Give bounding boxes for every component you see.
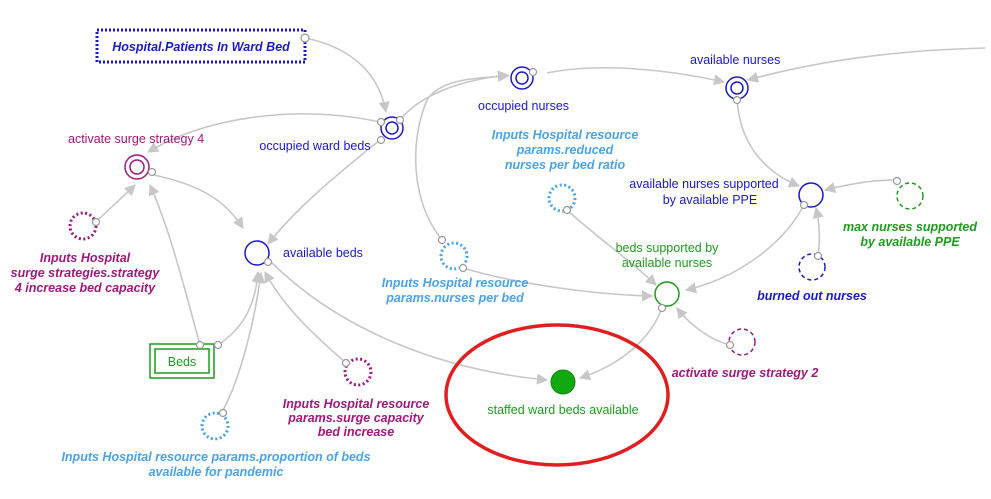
surge-capacity-label-line3: bed increase — [318, 425, 394, 439]
available-beds-node[interactable]: available beds — [244, 240, 363, 267]
occupied-ward-beds-label: occupied ward beds — [259, 139, 370, 153]
reduced-ratio-label-line3: nurses per bed ratio — [505, 158, 626, 172]
activate-surge-strategy-4-label: activate surge strategy 4 — [68, 132, 204, 146]
surge-strategy-4-input-node[interactable]: Inputs Hospital surge strategies.strateg… — [11, 211, 161, 295]
surge-capacity-node[interactable]: Inputs Hospital resource params.surge ca… — [283, 357, 430, 439]
beds-label: Beds — [168, 355, 197, 369]
surge-capacity-label-line1: Inputs Hospital resource — [283, 397, 430, 411]
burned-out-nurses-node[interactable]: burned out nurses — [757, 251, 867, 304]
activate-surge-strategy-2-node[interactable]: activate surge strategy 2 — [672, 328, 819, 380]
surge-capacity-label-line2: params.surge capacity — [287, 411, 425, 425]
avail-nurses-ppe-label-line1: available nurses supported — [629, 177, 778, 191]
reduced-ratio-label-line2: params.reduced — [516, 143, 614, 157]
occupied-ward-beds-node[interactable]: occupied ward beds — [259, 115, 405, 154]
available-nurses-node[interactable]: available nurses — [690, 53, 780, 105]
surge-strategy-4-label-line1: Inputs Hospital — [40, 251, 131, 265]
occupied-nurses-label: occupied nurses — [478, 99, 569, 113]
proportion-beds-node[interactable]: Inputs Hospital resource params.proporti… — [61, 408, 371, 480]
surge-strategy-4-label-line2: surge strategies.strategy — [11, 266, 161, 280]
arrows — [95, 37, 986, 413]
beds-stock-box[interactable]: Beds — [149, 340, 223, 379]
activate-surge-strategy-2-label: activate surge strategy 2 — [672, 366, 819, 380]
patients-in-ward-bed-box[interactable]: Hospital.Patients In Ward Bed — [95, 28, 310, 64]
avail-nurses-ppe-label-line2: by available PPE — [663, 193, 758, 207]
reduced-nurses-ratio-label-group: Inputs Hospital resource params.reduced … — [492, 128, 639, 172]
reduced-nurses-ratio-node[interactable] — [547, 183, 577, 215]
burned-out-nurses-label: burned out nurses — [757, 289, 867, 303]
occupied-nurses-node[interactable]: occupied nurses — [478, 66, 569, 113]
proportion-beds-label-line1: Inputs Hospital resource params.proporti… — [61, 450, 370, 464]
staffed-ward-beds-label: staffed ward beds available — [487, 403, 638, 417]
highlight-ellipse — [444, 323, 670, 467]
available-beds-label: available beds — [283, 246, 363, 260]
beds-supported-label-line2: available nurses — [622, 256, 712, 270]
beds-supported-node[interactable]: beds supported by available nurses — [616, 241, 720, 313]
nurses-per-bed-label-line2: params.nurses per bed — [385, 291, 524, 305]
activate-surge-strategy-4-node[interactable]: activate surge strategy 4 — [68, 132, 204, 180]
max-nurses-ppe-label-line2: by available PPE — [860, 235, 960, 249]
available-nurses-supported-ppe-node[interactable]: available nurses supported by available … — [629, 177, 824, 210]
beds-supported-label-line1: beds supported by — [616, 241, 720, 255]
nurses-per-bed-label-line1: Inputs Hospital resource — [382, 276, 529, 290]
nurses-per-bed-node[interactable]: Inputs Hospital resource params.nurses p… — [382, 235, 529, 306]
reduced-ratio-label-line1: Inputs Hospital resource — [492, 128, 639, 142]
available-nurses-label: available nurses — [690, 53, 780, 67]
max-nurses-ppe-node[interactable]: max nurses supported by available PPE — [843, 176, 977, 250]
proportion-beds-label-line2: available for pandemic — [149, 465, 284, 479]
staffed-ward-beds-node[interactable]: staffed ward beds available — [444, 323, 670, 467]
surge-strategy-4-label-line3: 4 increase bed capacity — [14, 281, 156, 295]
patients-in-ward-bed-label: Hospital.Patients In Ward Bed — [112, 40, 290, 54]
max-nurses-ppe-label-line1: max nurses supported — [843, 220, 977, 234]
